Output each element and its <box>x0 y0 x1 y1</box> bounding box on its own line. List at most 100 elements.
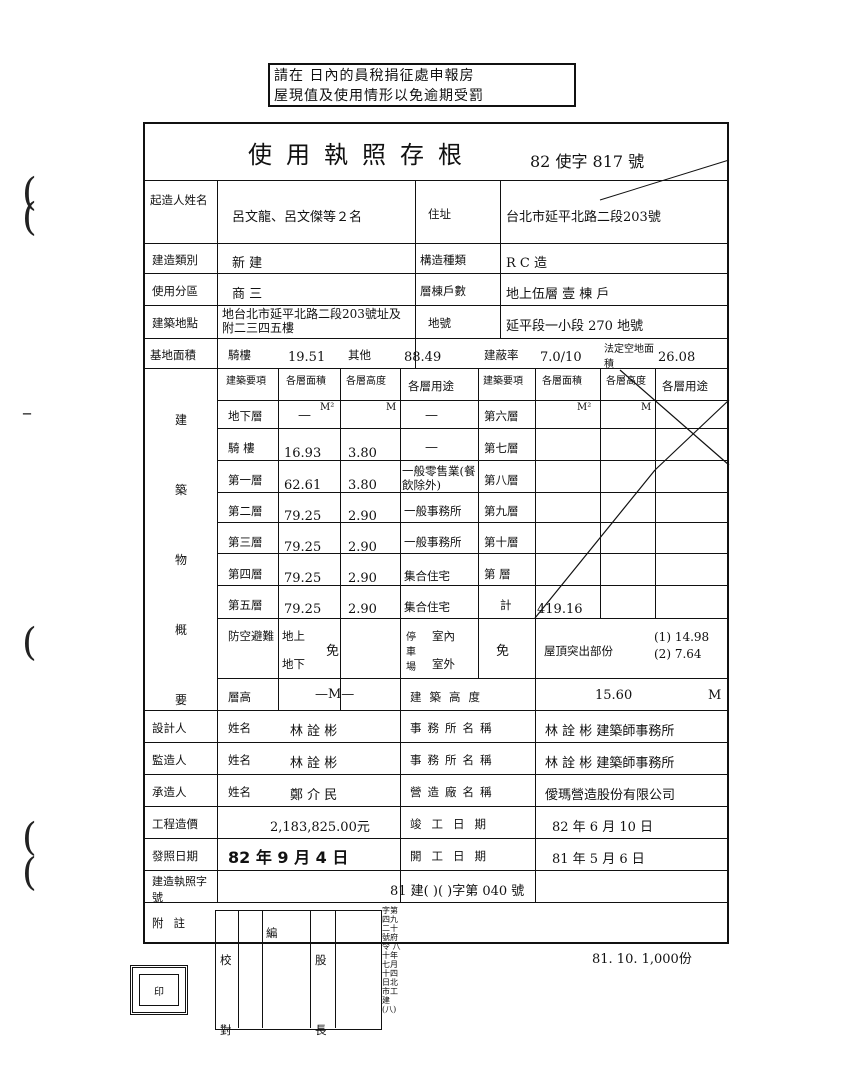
rule <box>143 902 729 903</box>
rule <box>400 368 401 902</box>
col-area: 各層面積 <box>286 376 326 387</box>
rule <box>335 910 336 1028</box>
value-total-area: 419.16 <box>537 602 583 617</box>
rule <box>143 742 729 743</box>
label-bldg-height: 建築高度 <box>410 690 488 704</box>
value-builder: 呂文龍、呂文傑等２名 <box>232 210 363 225</box>
rule <box>217 460 729 461</box>
value-build-permit: 81 建( )( )字第 040 號 <box>390 884 525 899</box>
binding-mark: ( <box>22 195 37 239</box>
rule <box>500 180 501 338</box>
approval-stamp-block <box>215 910 382 1030</box>
col-height-2: 各層高度 <box>606 376 646 387</box>
label-office-name: 事務所名稱 <box>410 721 498 735</box>
binding-mark: ( <box>22 170 37 214</box>
rule <box>143 305 729 306</box>
label-floors-units: 層棟戶數 <box>420 284 466 298</box>
unit-m: M <box>708 688 722 703</box>
value-designer: 林 詮 彬 <box>290 724 338 739</box>
rule <box>217 522 729 523</box>
label-floor-height: 層高 <box>228 690 251 704</box>
label-designer: 設計人 <box>152 721 187 735</box>
floor-height: 2.90 <box>348 571 377 586</box>
col-use-2: 各層用途 <box>662 379 708 393</box>
label-indoor: 室內 <box>432 629 455 643</box>
permit-number: 82 使字 817 號 <box>530 152 645 171</box>
upper-floor-name: 第七層 <box>484 441 519 455</box>
label-outdoor: 室外 <box>432 657 455 671</box>
notice-box: 請在 日內的員稅捐征處申報房 屋現值及使用情形以免逾期受罰 <box>268 63 576 107</box>
value-lot: 延平段一小段 270 地號 <box>506 319 644 334</box>
rule <box>217 618 729 619</box>
label-category: 建造類別 <box>152 253 198 267</box>
floor-use: — <box>425 440 438 455</box>
stamp-col-2: 編 <box>266 926 278 940</box>
col-area-2: 各層面積 <box>542 376 582 387</box>
upper-floor-name: 第九層 <box>484 504 519 518</box>
rule <box>143 180 729 181</box>
label-rooftop: 屋頂突出部份 <box>544 644 613 658</box>
label-office-name: 事務所名稱 <box>410 753 498 767</box>
strike-line <box>654 399 730 471</box>
floor-use: 集合住宅 <box>404 569 450 583</box>
value-supervisor: 林 詮 彬 <box>290 756 338 771</box>
stamp-col-1: 校對 <box>220 953 232 1037</box>
label-builder: 起造人姓名 <box>150 193 208 207</box>
label-zoning: 使用分區 <box>152 284 198 298</box>
floor-name: 第一層 <box>228 473 263 487</box>
notice-line-2: 屋現值及使用情形以免逾期受罰 <box>274 88 484 104</box>
rule <box>217 553 729 554</box>
floor-area: 79.25 <box>284 571 322 586</box>
floor-area: — <box>298 408 311 423</box>
floor-name: 地下層 <box>228 409 263 423</box>
value-rooftop-2: (2) 7.64 <box>654 647 702 661</box>
rule <box>340 368 341 710</box>
label-lot: 地號 <box>428 316 451 330</box>
floor-height: 2.90 <box>348 540 377 555</box>
floor-height: 3.80 <box>348 446 377 461</box>
strike-line <box>534 469 656 619</box>
rule <box>600 368 601 618</box>
rule <box>217 400 729 401</box>
value-shelter: 免 <box>326 644 340 659</box>
label-site-area: 基地面積 <box>150 348 196 362</box>
rule <box>143 774 729 775</box>
official-seal: 印 <box>130 965 188 1015</box>
value-issue-date: 82 年 9 月 4 日 <box>228 848 349 867</box>
rule <box>310 910 311 1028</box>
label-arcade: 騎樓 <box>228 348 251 362</box>
col-item: 建築要項 <box>226 376 266 387</box>
label-other: 其他 <box>348 348 371 362</box>
value-floor-height: —M— <box>315 687 355 702</box>
floor-use: 一般事務所 <box>404 535 462 549</box>
value-other-area: 88.49 <box>404 350 442 365</box>
value-bldg-height: 15.60 <box>595 688 633 703</box>
label-contractor: 承造人 <box>152 785 187 799</box>
rule <box>217 492 729 493</box>
unit-m2: M² <box>320 402 335 413</box>
label-building-overview: 建築物概要 <box>175 413 188 707</box>
upper-floor-name: 第八層 <box>484 473 519 487</box>
value-contractor: 鄭 介 民 <box>290 788 338 803</box>
floor-height: 3.80 <box>348 478 377 493</box>
binding-mark: – <box>22 400 32 424</box>
footer-print: 81. 10. 1,000份 <box>592 952 692 967</box>
binding-mark: ( <box>22 620 37 664</box>
label-remarks: 附註 <box>152 916 195 930</box>
notice-line-1: 請在 日內的員稅捐征處申報房 <box>274 68 475 84</box>
stamp-note: 字第四九二十號府令 八十年七月十四日北市工建(八) <box>382 906 401 1014</box>
unit-m: M <box>386 402 397 413</box>
floor-area: 16.93 <box>284 446 322 461</box>
label-issue-date: 發照日期 <box>152 849 198 863</box>
rule <box>143 870 729 871</box>
floor-name: 第三層 <box>228 535 263 549</box>
value-supervisor-office: 林 詮 彬 建築師事務所 <box>545 756 675 771</box>
value-structure: R C 造 <box>506 256 547 271</box>
floor-height: 2.90 <box>348 602 377 617</box>
label-build-permit-no: 建造執照字號 <box>152 875 207 904</box>
floor-use: 一般零售業(餐飲除外) <box>402 464 476 492</box>
strike-line <box>599 159 730 201</box>
rule <box>143 273 729 274</box>
rule <box>143 838 729 839</box>
